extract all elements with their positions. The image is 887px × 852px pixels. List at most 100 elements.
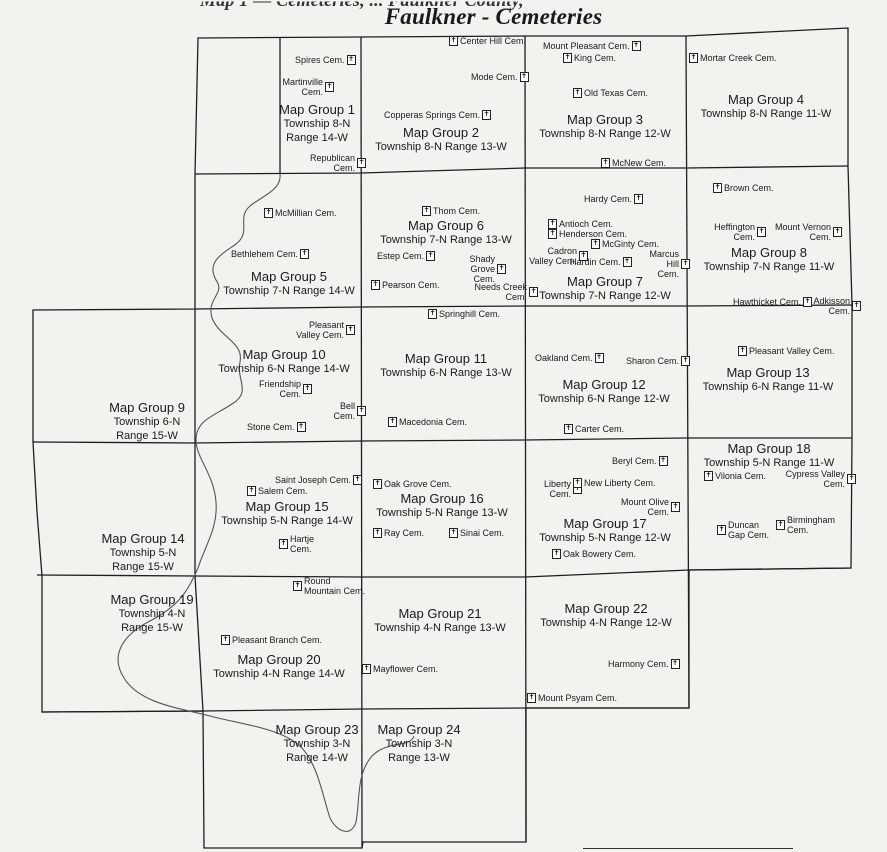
cemetery-marker: ✝McMillian Cem. — [262, 207, 337, 218]
township-range-label: Township 4-N Range 12-W — [540, 617, 672, 629]
cemetery-marker: Friendship Cem.✝ — [255, 379, 314, 399]
map-group-name: Map Group 5 — [251, 269, 327, 284]
cemetery-name: Pearson Cem. — [382, 279, 440, 290]
township-range-label: Township 6-N — [113, 416, 181, 428]
cemetery-cross-icon: ✝ — [847, 474, 856, 484]
cemetery-cross-icon: ✝ — [373, 527, 382, 538]
map-group-name: Map Group 23 — [275, 722, 359, 737]
cemetery-marker: ✝Hartje Cem. — [277, 534, 336, 554]
cemetery-name: Copperas Springs Cem. — [384, 109, 481, 120]
cemetery-name: Center Hill Cem. — [460, 35, 527, 46]
cemetery-marker: ✝Birmingham Cem. — [774, 515, 835, 535]
cemetery-name: Old Texas Cem. — [584, 87, 648, 98]
cemetery-name: Spires Cem. — [295, 54, 345, 65]
township-range-label: Township 7-N Range 11-W — [703, 261, 835, 273]
township-range-label: Township 7-N Range 14-W — [223, 285, 355, 297]
cemetery-cross-icon: ✝ — [353, 474, 363, 485]
cemetery-marker: ✝King Cem. — [561, 52, 616, 63]
map-group-name: Map Group 14 — [101, 531, 185, 546]
cemetery-name: Ray Cem. — [384, 527, 425, 538]
cemetery-cross-icon: ✝ — [247, 485, 256, 496]
township-range-label: Township 6-N Range 12-W — [538, 393, 670, 405]
cemetery-name: Cypress Valley Cem. — [785, 469, 845, 489]
cemetery-cross-icon: ✝ — [426, 250, 436, 261]
cemetery-name: Thom Cem. — [433, 205, 481, 216]
township-range-label: Township 5-N Range 11-W — [703, 457, 835, 469]
township-range-label: Township 8-N Range 13-W — [375, 141, 507, 153]
cemetery-marker: Hardy Cem.✝ — [584, 193, 645, 204]
township-range-label: Township 6-N Range 13-W — [380, 367, 512, 379]
map-group-name: Map Group 12 — [562, 377, 646, 392]
cemetery-cross-icon: ✝ — [689, 52, 698, 63]
cemetery-marker: ✝New Liberty Cem. — [571, 477, 656, 488]
title-fragment: Map 1 — Cemeteries, ... Faulkner County, — [200, 0, 524, 10]
township-range-label: Range 15-W — [116, 430, 178, 442]
map-group-name: Map Group 11 — [404, 351, 488, 366]
township-range-label: Township 8-N — [283, 118, 351, 130]
cemetery-name: Friendship Cem. — [258, 379, 301, 399]
map-group-name: Map Group 21 — [398, 606, 482, 621]
cemetery-marker: Cadron Valley Cem.✝ — [527, 246, 590, 266]
cemetery-cross-icon: ✝ — [594, 352, 604, 363]
cemetery-marker: ✝Oak Grove Cem. — [371, 478, 452, 489]
township-range-label: Township 7-N Range 12-W — [539, 290, 671, 302]
cemetery-marker: ✝Macedonia Cem. — [386, 416, 467, 427]
cemetery-cross-icon: ✝ — [564, 423, 573, 434]
cemetery-name: King Cem. — [574, 52, 617, 63]
cemetery-name: Needs Creek Cem. — [474, 282, 527, 302]
cemetery-name: Cadron Valley Cem. — [529, 246, 577, 266]
township-range-label: Township 4-N Range 13-W — [374, 622, 506, 634]
township-range-label: Township 7-N Range 13-W — [380, 234, 512, 246]
cemetery-name: Springhill Cem. — [439, 308, 501, 319]
cemetery-cross-icon: ✝ — [681, 259, 690, 269]
cemetery-marker: ✝Mount Psyam Cem. — [525, 692, 617, 703]
township-range-label: Township 4-N Range 14-W — [213, 668, 345, 680]
township-range-label: Township 3-N — [385, 738, 453, 750]
cemetery-name: McGinty Cem. — [602, 238, 660, 249]
cemetery-cross-icon: ✝ — [601, 157, 610, 168]
cemetery-cross-icon: ✝ — [573, 87, 582, 98]
map-group-name: Map Group 24 — [377, 722, 461, 737]
cemetery-marker: ✝Old Texas Cem. — [571, 87, 648, 98]
page-title: Map 1 — Cemeteries, ... Faulkner County,… — [0, 2, 887, 30]
map-group-name: Map Group 2 — [403, 125, 479, 140]
cemetery-marker: ✝Antioch Cem. — [546, 218, 613, 229]
cemetery-marker: Sharon Cem.✝ — [626, 355, 692, 366]
cemetery-cross-icon: ✝ — [497, 264, 506, 274]
cemetery-name: Oak Bowery Cem. — [563, 548, 637, 559]
cemetery-marker: ✝McGinty Cem. — [589, 238, 659, 249]
map-group-name: Map Group 17 — [563, 516, 647, 531]
township-range-label: Range 14-W — [286, 752, 348, 764]
cemetery-marker: Martinville Cem.✝ — [281, 77, 336, 97]
cemetery-cross-icon: ✝ — [519, 71, 529, 82]
cemetery-cross-icon: ✝ — [563, 52, 572, 63]
cemetery-name: Henderson Cem. — [559, 228, 628, 239]
cemetery-cross-icon: ✝ — [548, 228, 557, 239]
cemetery-cross-icon: ✝ — [548, 218, 557, 229]
cemetery-name: Liberty Cem. — [543, 479, 571, 499]
cemetery-cross-icon: ✝ — [293, 581, 302, 591]
cemetery-name: Adkisson Cem. — [813, 296, 850, 316]
township-range-label: Township 3-N — [283, 738, 351, 750]
cemetery-name: Hawthicket Cem. — [733, 296, 802, 307]
cemetery-name: Round Mountain Cem. — [304, 576, 366, 596]
cemetery-marker: Harmony Cem.✝ — [608, 658, 682, 669]
cemetery-marker: Needs Creek Cem.✝ — [471, 282, 540, 302]
cemetery-marker: ✝Carter Cem. — [562, 423, 624, 434]
township-range-label: Township 6-N Range 11-W — [702, 381, 834, 393]
cemetery-marker: Cypress Valley Cem.✝ — [781, 469, 858, 489]
cemetery-marker: ✝Center Hill Cem. — [447, 35, 526, 46]
cemetery-name: Pleasant Valley Cem. — [296, 320, 344, 340]
cemetery-cross-icon: ✝ — [221, 634, 230, 645]
cemetery-marker: Shady Grove Cem.✝ — [447, 254, 508, 284]
township-range-label: Range 14-W — [286, 132, 348, 144]
